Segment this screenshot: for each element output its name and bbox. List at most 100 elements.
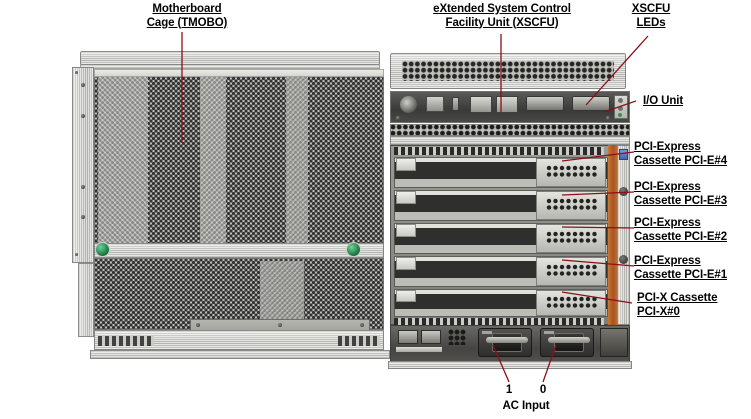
xscfu-lan-port-b[interactable] [496,96,518,113]
xscfu-top-cover [390,53,626,89]
tmobo-vent-shade-c [286,73,308,245]
label-xscfu-line1: eXtended System Control [433,3,571,15]
label-pci-x-0-line1: PCI-X Cassette [637,292,718,304]
cassette-0-port-holes [546,296,598,308]
label-motherboard-cage-line2: Cage (TMOBO) [146,16,228,29]
tmobo-thumbscrew-right[interactable] [347,243,360,256]
tmobo-lower-vent-shade [260,261,304,327]
psu-aux-connector-b[interactable] [421,330,441,344]
label-motherboard-cage: Motherboard Cage (TMOBO) [132,3,242,30]
cassette-4-port-holes [546,165,598,177]
xscfu-dsub-port-b[interactable] [572,96,610,111]
chassis-bottom-lip [388,361,632,369]
cassette-0-lever[interactable] [396,290,416,302]
io-unit-latch-upper[interactable] [619,187,628,196]
server-rear-panel-photo [72,47,635,369]
label-ac-port-1: 1 [500,384,518,398]
label-pci-e-1: PCI-Express Cassette PCI-E#1 [634,255,727,282]
cassette-pci-x-0[interactable] [394,289,608,317]
tmobo-door-top-strip [94,69,384,77]
label-io-unit: I/O Unit [643,95,683,109]
label-pci-e-3-line1: PCI-Express [634,181,701,193]
io-unit-right-bezel [617,145,630,325]
cassette-bay-bottom-vents [394,318,604,325]
cassette-pci-e-1[interactable] [394,256,608,287]
label-pci-e-3: PCI-Express Cassette PCI-E#3 [634,181,727,208]
cassette-1-port-holes [546,264,598,276]
tmobo-vent-shade-a [98,73,148,245]
ac-inlet-1-retainer-clip[interactable] [486,337,528,343]
ac-inlet-1[interactable] [478,328,532,357]
psu-label-strip [396,347,442,352]
cassette-2-port-holes [546,231,598,243]
label-xscfu-leds: XSCFU LEDs [620,3,682,30]
io-unit-band [390,136,630,145]
cassette-pci-e-2[interactable] [394,223,608,254]
xscfu-led-3 [618,113,622,117]
cassette-4-lever[interactable] [396,158,416,171]
label-ac-input-caption: AC Input [486,400,566,414]
tmobo-thumbscrew-left[interactable] [96,243,109,256]
tmobo-base-vent [98,336,154,346]
label-pci-x-0-line2: PCI-X#0 [637,305,680,318]
xscfu-led-1 [618,98,623,103]
motherboard-cage-assembly [72,47,390,357]
ac-inlet-0-marking [544,331,554,334]
cassette-pci-e-3[interactable] [394,190,608,221]
xscfu-led-2 [618,106,623,111]
label-xscfu: eXtended System Control Facility Unit (X… [412,3,592,30]
xscfu-dsub-port-a[interactable] [526,96,564,111]
ac-inlet-1-marking [482,331,492,334]
cassette-2-lever[interactable] [396,224,416,237]
label-xscfu-leds-line2: LEDs [636,16,666,29]
tmobo-mid-bar [94,243,384,258]
tmobo-left-flange [72,67,94,263]
cassette-3-port-holes [546,198,598,210]
cassette-guide-rail [608,145,617,325]
cassette-pci-e-4[interactable] [394,157,608,188]
label-ac-input-caption-text: AC Input [502,400,550,412]
label-pci-e-4-line1: PCI-Express [634,141,701,153]
xscfu-rj45-port[interactable] [426,96,444,112]
label-xscfu-line2: Facility Unit (XSCFU) [445,16,559,29]
tmobo-top-rail [80,51,380,65]
label-pci-e-1-line2: Cassette PCI-E#1 [634,268,727,281]
label-xscfu-leds-line1: XSCFU [631,3,671,15]
label-pci-e-2-line2: Cassette PCI-E#2 [634,230,727,243]
label-io-unit-line1: I/O Unit [643,95,684,107]
tmobo-vent-shade-b [200,73,226,245]
ac-inlet-0[interactable] [540,328,594,357]
xscfu-usb-port[interactable] [452,97,459,111]
label-motherboard-cage-line1: Motherboard [152,3,222,15]
label-pci-e-2: PCI-Express Cassette PCI-E#2 [634,217,727,244]
xscfu-serial-round-port[interactable] [400,96,417,113]
label-ac-port-0-value: 0 [539,384,547,396]
psu-vent-cluster [448,329,466,345]
label-pci-e-3-line2: Cassette PCI-E#3 [634,194,727,207]
tmobo-base-rail [94,330,384,350]
label-pci-x-0: PCI-X Cassette PCI-X#0 [637,292,718,319]
tmobo-base-vent-right [338,336,380,346]
chassis-bottom-lip-left [90,350,390,359]
xscfu-lan-port-a[interactable] [470,96,492,113]
cassette-3-lever[interactable] [396,191,416,204]
xscfu-connector-panel [390,91,630,123]
psu-ac-inlet-row [390,325,630,365]
tmobo-lower-vent-door [94,258,384,330]
pci-cassette-bay [390,145,630,325]
label-pci-e-2-line1: PCI-Express [634,217,701,229]
label-ac-port-1-value: 1 [505,384,513,396]
xscfu-top-vent-holes [402,61,614,81]
cassette-1-lever[interactable] [396,257,416,270]
io-unit-blue-indicator [619,149,628,160]
psu-aux-connector-a[interactable] [398,330,418,344]
label-pci-e-4: PCI-Express Cassette PCI-E#4 [634,141,727,168]
ac-inlet-0-retainer-clip[interactable] [548,337,590,343]
io-unit-latch-lower[interactable] [619,255,628,264]
xscfu-led-cluster [614,95,628,119]
right-stack [388,47,635,369]
label-pci-e-4-line2: Cassette PCI-E#4 [634,154,727,167]
io-unit-vent-strip [390,124,630,136]
label-ac-port-0: 0 [534,384,552,398]
